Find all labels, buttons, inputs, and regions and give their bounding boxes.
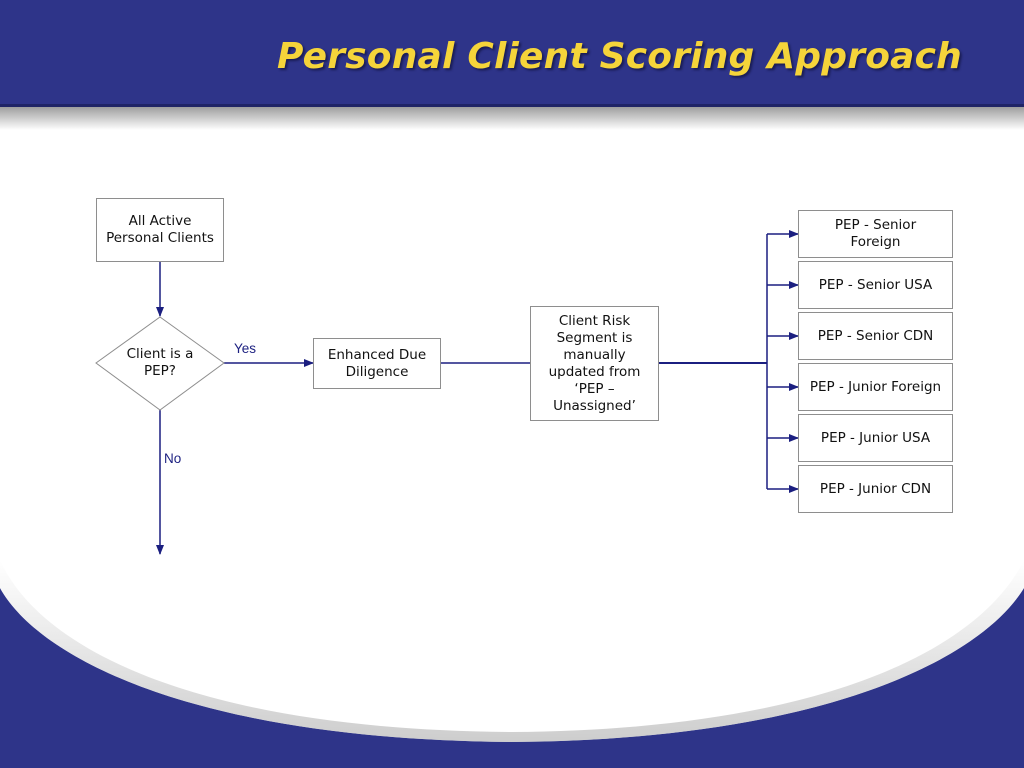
- content-panel: [0, 106, 1024, 742]
- node-pep-decision: Client is a PEP?: [110, 338, 210, 388]
- segment-label: PEP - Junior USA: [820, 429, 931, 446]
- edge-label-yes: Yes: [234, 341, 257, 356]
- segment-box: PEP - Junior CDN: [798, 465, 953, 513]
- decision-diamond: [95, 316, 225, 411]
- segment-box: PEP - Senior CDN: [798, 312, 953, 360]
- segment-label: PEP - Junior Foreign: [809, 378, 942, 395]
- node-risk-segment-update: Client Risk Segment is manually updated …: [530, 306, 659, 421]
- node-enhanced-due-diligence-label: Enhanced Due Diligence: [327, 346, 427, 380]
- segment-box: PEP - Junior USA: [798, 414, 953, 462]
- segment-box: PEP - Senior Foreign: [798, 210, 953, 258]
- slide-title: Personal Client Scoring Approach: [276, 36, 962, 77]
- node-all-active-clients: All Active Personal Clients: [96, 198, 224, 262]
- segment-label: PEP - Junior CDN: [819, 480, 932, 497]
- segment-label: PEP - Senior Foreign: [834, 217, 917, 250]
- segment-box: PEP - Senior USA: [798, 261, 953, 309]
- segment-box: PEP - Junior Foreign: [798, 363, 953, 411]
- edge-label-no: No: [164, 451, 182, 466]
- segment-label: PEP - Senior CDN: [817, 327, 934, 344]
- segment-label: PEP - Senior USA: [818, 276, 933, 293]
- node-pep-decision-label: Client is a PEP?: [126, 346, 194, 379]
- node-all-active-clients-label: All Active Personal Clients: [106, 213, 214, 246]
- node-enhanced-due-diligence: Enhanced Due Diligence: [313, 338, 441, 389]
- header-shadow: [0, 106, 1024, 130]
- node-risk-segment-update-label: Client Risk Segment is manually updated …: [548, 312, 641, 414]
